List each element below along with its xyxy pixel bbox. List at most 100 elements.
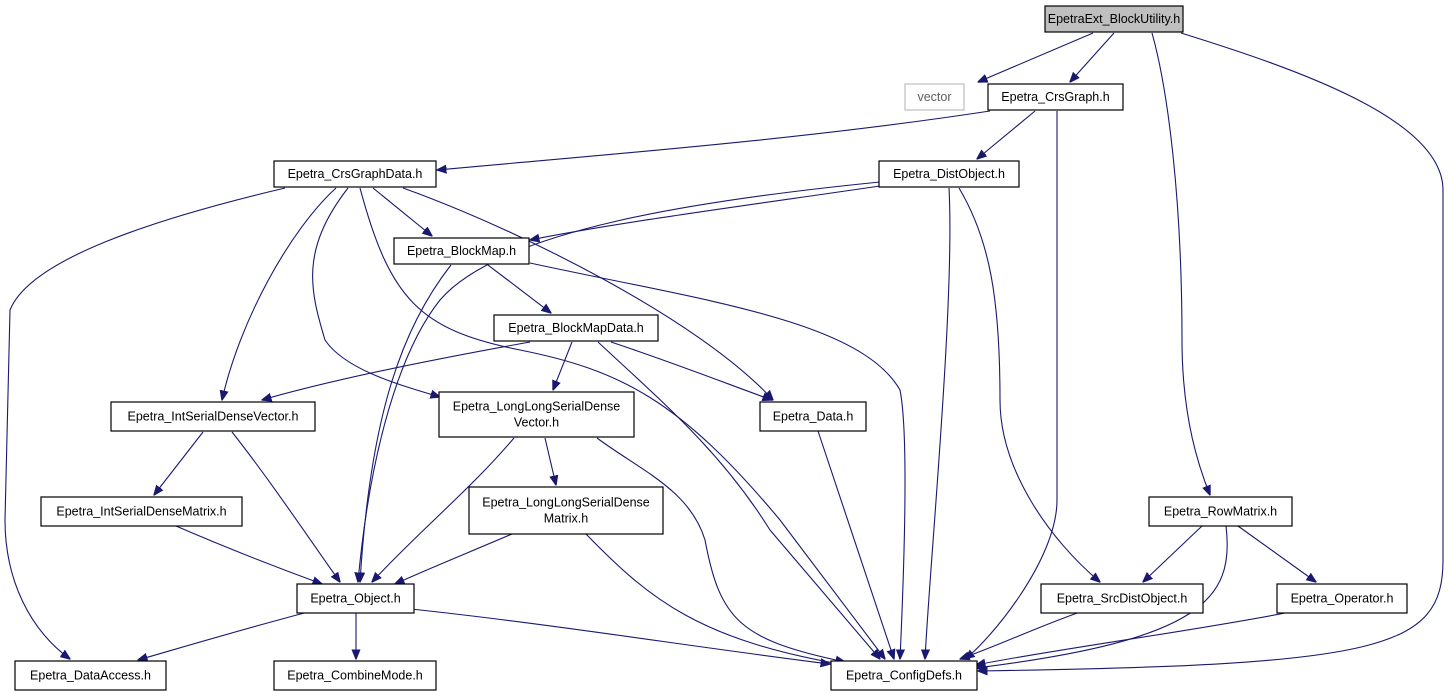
node-box: [273, 660, 437, 691]
node-obj[interactable]: Epetra_Object.h: [296, 583, 415, 614]
node-box: [296, 583, 415, 614]
edge-crsgd-to-bmap: [372, 187, 432, 236]
edge-src-to-conf: [960, 611, 1081, 659]
edge-llsdm-to-obj: [395, 533, 513, 584]
edge-bmap-to-conf: [529, 262, 906, 659]
edge-isdv-to-obj: [231, 431, 340, 582]
node-rowm[interactable]: Epetra_RowMatrix.h: [1148, 496, 1293, 527]
node-box: [14, 660, 167, 691]
edge-crsgd-to-data: [402, 187, 773, 400]
edge-crsg-to-crsgd: [437, 110, 991, 170]
node-box: [987, 83, 1124, 111]
node-label: Vector.h: [514, 416, 559, 430]
edge-dist-to-conf: [925, 187, 951, 659]
node-label: Epetra_Object.h: [310, 592, 400, 606]
node-crsgd[interactable]: Epetra_CrsGraphData.h: [273, 160, 437, 188]
node-isdm[interactable]: Epetra_IntSerialDenseMatrix.h: [40, 496, 243, 527]
edge-crsgd-to-dacc: [4, 187, 286, 659]
edge-bmap-to-bmapd: [487, 264, 551, 313]
node-box: [273, 160, 437, 188]
node-label: Epetra_CombineMode.h: [287, 669, 423, 683]
edge-root-to-rowm: [1151, 32, 1210, 495]
edge-root-to-conf: [978, 32, 1444, 671]
node-label: Epetra_DataAccess.h: [30, 669, 151, 683]
node-label: Epetra_Operator.h: [1291, 592, 1394, 606]
edge-llsdv-to-obj: [372, 437, 515, 582]
node-bmapd[interactable]: Epetra_BlockMapData.h: [493, 314, 659, 342]
edge-crsg-to-conf: [965, 111, 1058, 659]
edge-rowm-to-conf: [976, 525, 1228, 668]
node-box: [438, 391, 635, 438]
node-label: vector: [917, 90, 951, 104]
node-label: Epetra_BlockMap.h: [407, 244, 516, 258]
node-dacc[interactable]: Epetra_DataAccess.h: [14, 660, 167, 691]
node-label: Epetra_LongLongSerialDense: [482, 496, 650, 510]
node-label: Epetra_BlockMapData.h: [508, 321, 644, 335]
node-box: [468, 486, 664, 535]
node-label: Epetra_LongLongSerialDense: [453, 400, 621, 414]
edge-bmapd-to-isdv: [262, 341, 531, 400]
edge-rowm-to-oper: [1237, 525, 1316, 582]
edge-root-to-vector: [978, 32, 1094, 82]
node-box: [40, 496, 243, 527]
edge-crsgd-to-isdv: [222, 187, 337, 400]
node-box: [830, 660, 978, 691]
node-label: Epetra_RowMatrix.h: [1164, 505, 1277, 519]
edge-obj-to-dacc: [138, 611, 309, 660]
node-label: Epetra_ConfigDefs.h: [846, 669, 962, 683]
node-label: Epetra_CrsGraphData.h: [288, 167, 423, 181]
edge-llsdm-to-conf: [585, 533, 845, 665]
node-label: Epetra_Data.h: [773, 410, 854, 424]
node-label: Epetra_IntSerialDenseMatrix.h: [56, 505, 226, 519]
node-src[interactable]: Epetra_SrcDistObject.h: [1040, 583, 1204, 614]
edge-isdv-to-isdm: [154, 431, 204, 495]
edge-llsdv-to-conf: [596, 437, 845, 662]
node-box: [110, 401, 316, 432]
node-data[interactable]: Epetra_Data.h: [759, 401, 867, 432]
node-box: [759, 401, 867, 432]
edge-obj-to-conf: [410, 608, 830, 664]
edge-crsg-to-dist: [977, 110, 1036, 159]
node-box: [904, 83, 965, 111]
edge-root-to-crsg: [1070, 32, 1115, 82]
node-label: EpetraExt_BlockUtility.h: [1048, 12, 1181, 26]
node-label: Epetra_DistObject.h: [893, 167, 1005, 181]
node-conf[interactable]: Epetra_ConfigDefs.h: [830, 660, 978, 691]
edge-bmapd-to-data: [610, 341, 772, 400]
node-box: [1044, 5, 1184, 33]
node-label: Epetra_IntSerialDenseVector.h: [128, 410, 299, 424]
node-box: [393, 237, 530, 265]
edge-crsgd-to-conf: [359, 187, 885, 659]
node-crsg[interactable]: Epetra_CrsGraph.h: [987, 83, 1124, 111]
node-label: Epetra_SrcDistObject.h: [1057, 592, 1188, 606]
node-dist[interactable]: Epetra_DistObject.h: [878, 160, 1020, 188]
node-bmap[interactable]: Epetra_BlockMap.h: [393, 237, 530, 265]
node-comb[interactable]: Epetra_CombineMode.h: [273, 660, 437, 691]
edge-bmapd-to-llsdv: [553, 341, 573, 390]
edge-bmap-to-obj: [360, 264, 452, 582]
edge-crsgd-to-llsdv: [312, 187, 440, 397]
node-box: [1148, 496, 1293, 527]
node-oper[interactable]: Epetra_Operator.h: [1276, 583, 1408, 614]
edge-oper-to-conf: [976, 611, 1291, 665]
edge-rowm-to-src: [1143, 525, 1203, 582]
edge-isdm-to-obj: [175, 525, 322, 584]
node-box: [1040, 583, 1204, 614]
node-box: [878, 160, 1020, 188]
edge-dist-to-obj: [358, 181, 881, 582]
node-box: [1276, 583, 1408, 614]
node-root[interactable]: EpetraExt_BlockUtility.h: [1044, 5, 1184, 33]
node-vector: vector: [904, 83, 965, 111]
node-label: Matrix.h: [544, 512, 589, 526]
edge-dist-to-bmap: [530, 185, 881, 240]
edge-data-to-conf: [817, 430, 894, 659]
edge-llsdv-to-llsdm: [544, 437, 556, 485]
edges-layer: [4, 32, 1444, 671]
node-isdv[interactable]: Epetra_IntSerialDenseVector.h: [110, 401, 316, 432]
edge-bmapd-to-conf: [597, 341, 880, 659]
edge-dist-to-src: [958, 187, 1100, 582]
